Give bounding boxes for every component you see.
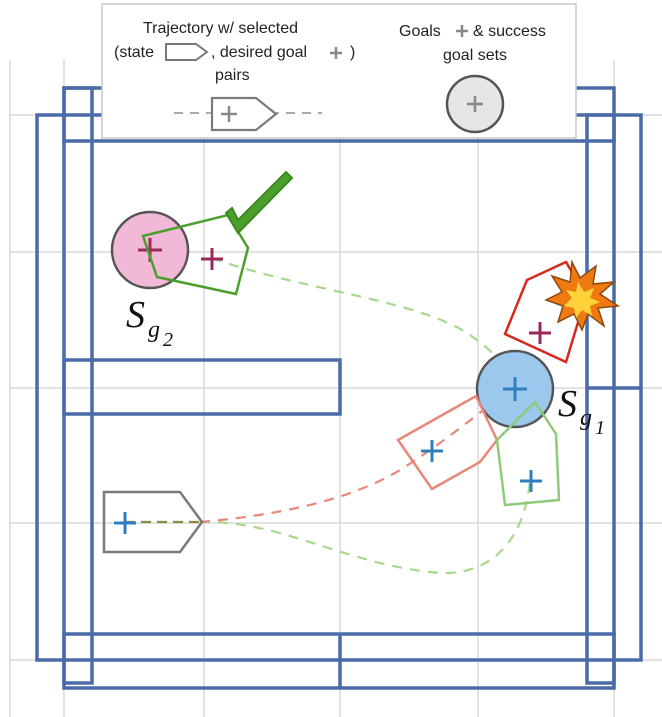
left-top-pillar <box>62 86 94 685</box>
start-state <box>102 490 204 554</box>
state-pentagon-icon <box>165 43 209 61</box>
trajectory-upper-green <box>211 256 517 386</box>
goal-1-plus <box>503 377 527 401</box>
legend: Trajectory w/ selected (state , desired … <box>101 3 577 139</box>
trajectory-lower-green <box>199 479 532 575</box>
legend-goals-line2: goal sets <box>443 47 507 64</box>
svg-text:g: g <box>148 317 160 343</box>
legend-trajectory-line2c: ) <box>350 44 355 61</box>
checkmark-icon <box>224 170 294 235</box>
goal-plus-icon <box>330 47 342 59</box>
legend-trajectory-line2b: , desired goal <box>211 44 307 61</box>
right-top-pillar <box>585 113 616 685</box>
light-green-state <box>495 400 561 507</box>
goal-set-1-label: S g 1 <box>558 383 605 439</box>
svg-text:S: S <box>558 383 577 425</box>
trajectories <box>125 256 532 575</box>
legend-trajectory-line1: Trajectory w/ selected <box>143 20 298 37</box>
trajectory-salmon <box>199 387 513 524</box>
legend-trajectory-line3: pairs <box>215 67 250 84</box>
legend-goals-line1a: Goals <box>399 23 441 40</box>
svg-text:1: 1 <box>595 417 605 439</box>
svg-text:g: g <box>580 405 592 431</box>
state-near-goal-2 <box>141 213 250 296</box>
start-plus <box>114 512 136 534</box>
inner-wall-left <box>62 358 342 416</box>
explosion-icon <box>544 259 621 332</box>
legend-goals-line1b: & success <box>473 23 546 40</box>
legend-trajectory-line2a: (state <box>114 44 154 61</box>
svg-text:S: S <box>126 294 145 336</box>
goal-plus-icon-2 <box>456 25 468 37</box>
salmon-state <box>396 394 499 491</box>
goal-set-2-label: S g 2 <box>126 294 173 351</box>
svg-text:2: 2 <box>163 329 173 351</box>
